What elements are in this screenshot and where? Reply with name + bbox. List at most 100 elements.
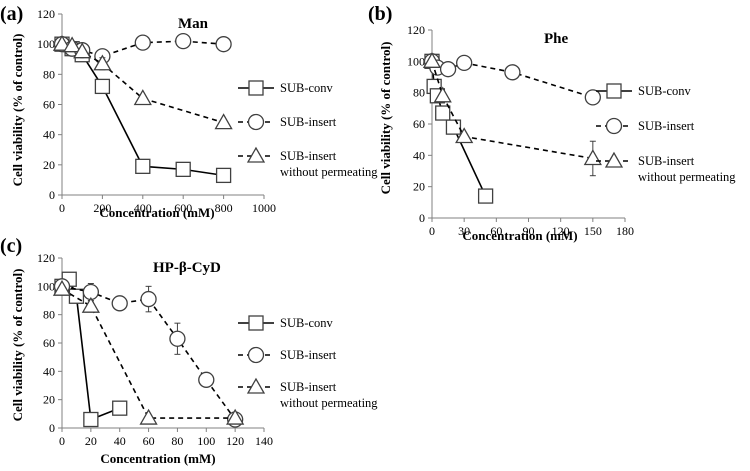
- panel-label-b: (b): [368, 3, 392, 25]
- x-tick-label: 20: [85, 434, 97, 448]
- x-axis-title-a: Concentration (mM): [99, 205, 214, 220]
- data-point-triangle: [455, 127, 474, 144]
- legend-label-sub-conv-c: SUB-conv: [280, 316, 334, 330]
- panel-label-a: (a): [0, 3, 23, 25]
- legend-label-sub-insert-a: SUB-insert: [280, 115, 337, 129]
- legend-label-sub-conv-b: SUB-conv: [638, 84, 692, 98]
- x-tick-label: 180: [616, 224, 634, 238]
- data-point-triangle: [73, 42, 92, 59]
- data-point-triangle: [52, 34, 72, 51]
- data-point-square: [135, 158, 151, 174]
- data-point-circle: [456, 54, 473, 72]
- data-point-circle: [439, 61, 457, 78]
- data-point-square: [445, 119, 462, 135]
- y-tick-label: 60: [43, 336, 55, 350]
- legend-b: SUB-conv SUB-insert SUB-insert without p…: [596, 83, 736, 184]
- legend-marker-square: [248, 315, 264, 331]
- data-point-circle: [134, 34, 151, 51]
- panel-a: (a) Man Concentration (mM) Cell viabilit…: [0, 3, 378, 220]
- y-tick-label: 0: [49, 421, 55, 435]
- data-point-triangle: [139, 408, 158, 425]
- y-tick-label: 40: [413, 148, 425, 162]
- legend-label-sub-insert-wp-c: SUB-insert: [280, 380, 337, 394]
- y-tick-label: 20: [43, 393, 55, 407]
- x-tick-label: 0: [59, 201, 65, 215]
- x-tick-label: 150: [584, 224, 602, 238]
- data-point-circle: [504, 64, 521, 81]
- y-tick-label: 0: [419, 211, 425, 225]
- y-tick-label: 80: [43, 308, 55, 322]
- x-tick-label: 600: [174, 201, 192, 215]
- data-point-circle: [111, 295, 128, 312]
- legend-c: SUB-conv SUB-insert SUB-insert without p…: [238, 315, 378, 410]
- legend-marker-circle: [247, 113, 265, 131]
- series-line-square: [61, 43, 224, 177]
- y-tick-label: 60: [43, 98, 55, 112]
- data-point-triangle: [214, 113, 233, 130]
- legend-marker-triangle: [604, 151, 624, 168]
- data-point-triangle: [93, 54, 112, 71]
- data-point-square: [175, 161, 191, 178]
- legend-marker-square: [606, 83, 622, 99]
- x-tick-label: 120: [552, 224, 570, 238]
- x-tick-label: 200: [93, 201, 111, 215]
- y-tick-label: 80: [43, 67, 55, 81]
- data-point-triangle: [133, 89, 152, 106]
- y-tick-label: 40: [43, 128, 55, 142]
- y-axis-title-c: Cell viability (% of control): [10, 269, 25, 422]
- legend-label-sub-insert-wp-b: SUB-insert: [638, 154, 695, 168]
- x-axis-title-c: Concentration (mM): [100, 451, 215, 466]
- legend-label-sub-insert-b: SUB-insert: [638, 119, 695, 133]
- chart-title-hpcyd: HP-β-CyD: [153, 260, 221, 276]
- x-tick-label: 120: [226, 434, 244, 448]
- y-tick-label: 100: [37, 279, 55, 293]
- x-tick-label: 1000: [252, 201, 276, 215]
- x-tick-label: 90: [523, 224, 535, 238]
- data-point-triangle: [52, 279, 72, 296]
- legend-marker-triangle: [246, 146, 266, 163]
- x-tick-label: 100: [197, 434, 215, 448]
- x-tick-label: 800: [215, 201, 233, 215]
- data-point-square: [94, 78, 111, 95]
- legend-a: SUB-conv SUB-insert SUB-insert without p…: [238, 80, 378, 179]
- data-point-circle: [140, 290, 157, 308]
- y-tick-label: 80: [413, 86, 425, 100]
- series-line-triangle: [431, 61, 593, 160]
- x-tick-label: 60: [143, 434, 155, 448]
- y-tick-label: 100: [407, 54, 425, 68]
- data-point-square: [215, 167, 232, 184]
- data-point-triangle: [81, 296, 100, 313]
- legend-marker-circle: [247, 346, 265, 364]
- chart-title-man: Man: [178, 16, 209, 32]
- legend-label-without-permeating-b: without permeating: [638, 170, 736, 184]
- legend-marker-circle: [605, 117, 623, 135]
- data-point-circle: [169, 330, 186, 347]
- y-tick-label: 120: [37, 7, 55, 21]
- x-axis-title-b: Concentration (mM): [462, 228, 577, 243]
- data-point-circle: [215, 36, 232, 53]
- legend-marker-square: [248, 80, 264, 96]
- data-point-triangle: [226, 408, 245, 425]
- legend-label-sub-conv-a: SUB-conv: [280, 81, 334, 95]
- y-tick-label: 100: [37, 37, 55, 51]
- y-tick-label: 120: [37, 251, 55, 265]
- legend-marker-triangle: [246, 377, 266, 394]
- chart-title-phe: Phe: [544, 31, 569, 47]
- x-tick-label: 40: [114, 434, 126, 448]
- legend-label-without-permeating-a: without permeating: [280, 165, 378, 179]
- legend-label-without-permeating-c: without permeating: [280, 396, 378, 410]
- y-tick-label: 20: [43, 158, 55, 172]
- data-point-triangle: [583, 149, 602, 166]
- data-point-square: [435, 105, 451, 121]
- data-point-triangle: [62, 36, 82, 53]
- series-line-triangle: [61, 288, 236, 419]
- legend-label-sub-insert-wp-a: SUB-insert: [280, 149, 337, 163]
- series-line-triangle: [61, 43, 224, 124]
- y-tick-label: 40: [43, 364, 55, 378]
- panel-c: (c) HP-β-CyD Concentration (mM) Cell via…: [0, 235, 378, 466]
- y-tick-label: 20: [413, 180, 425, 194]
